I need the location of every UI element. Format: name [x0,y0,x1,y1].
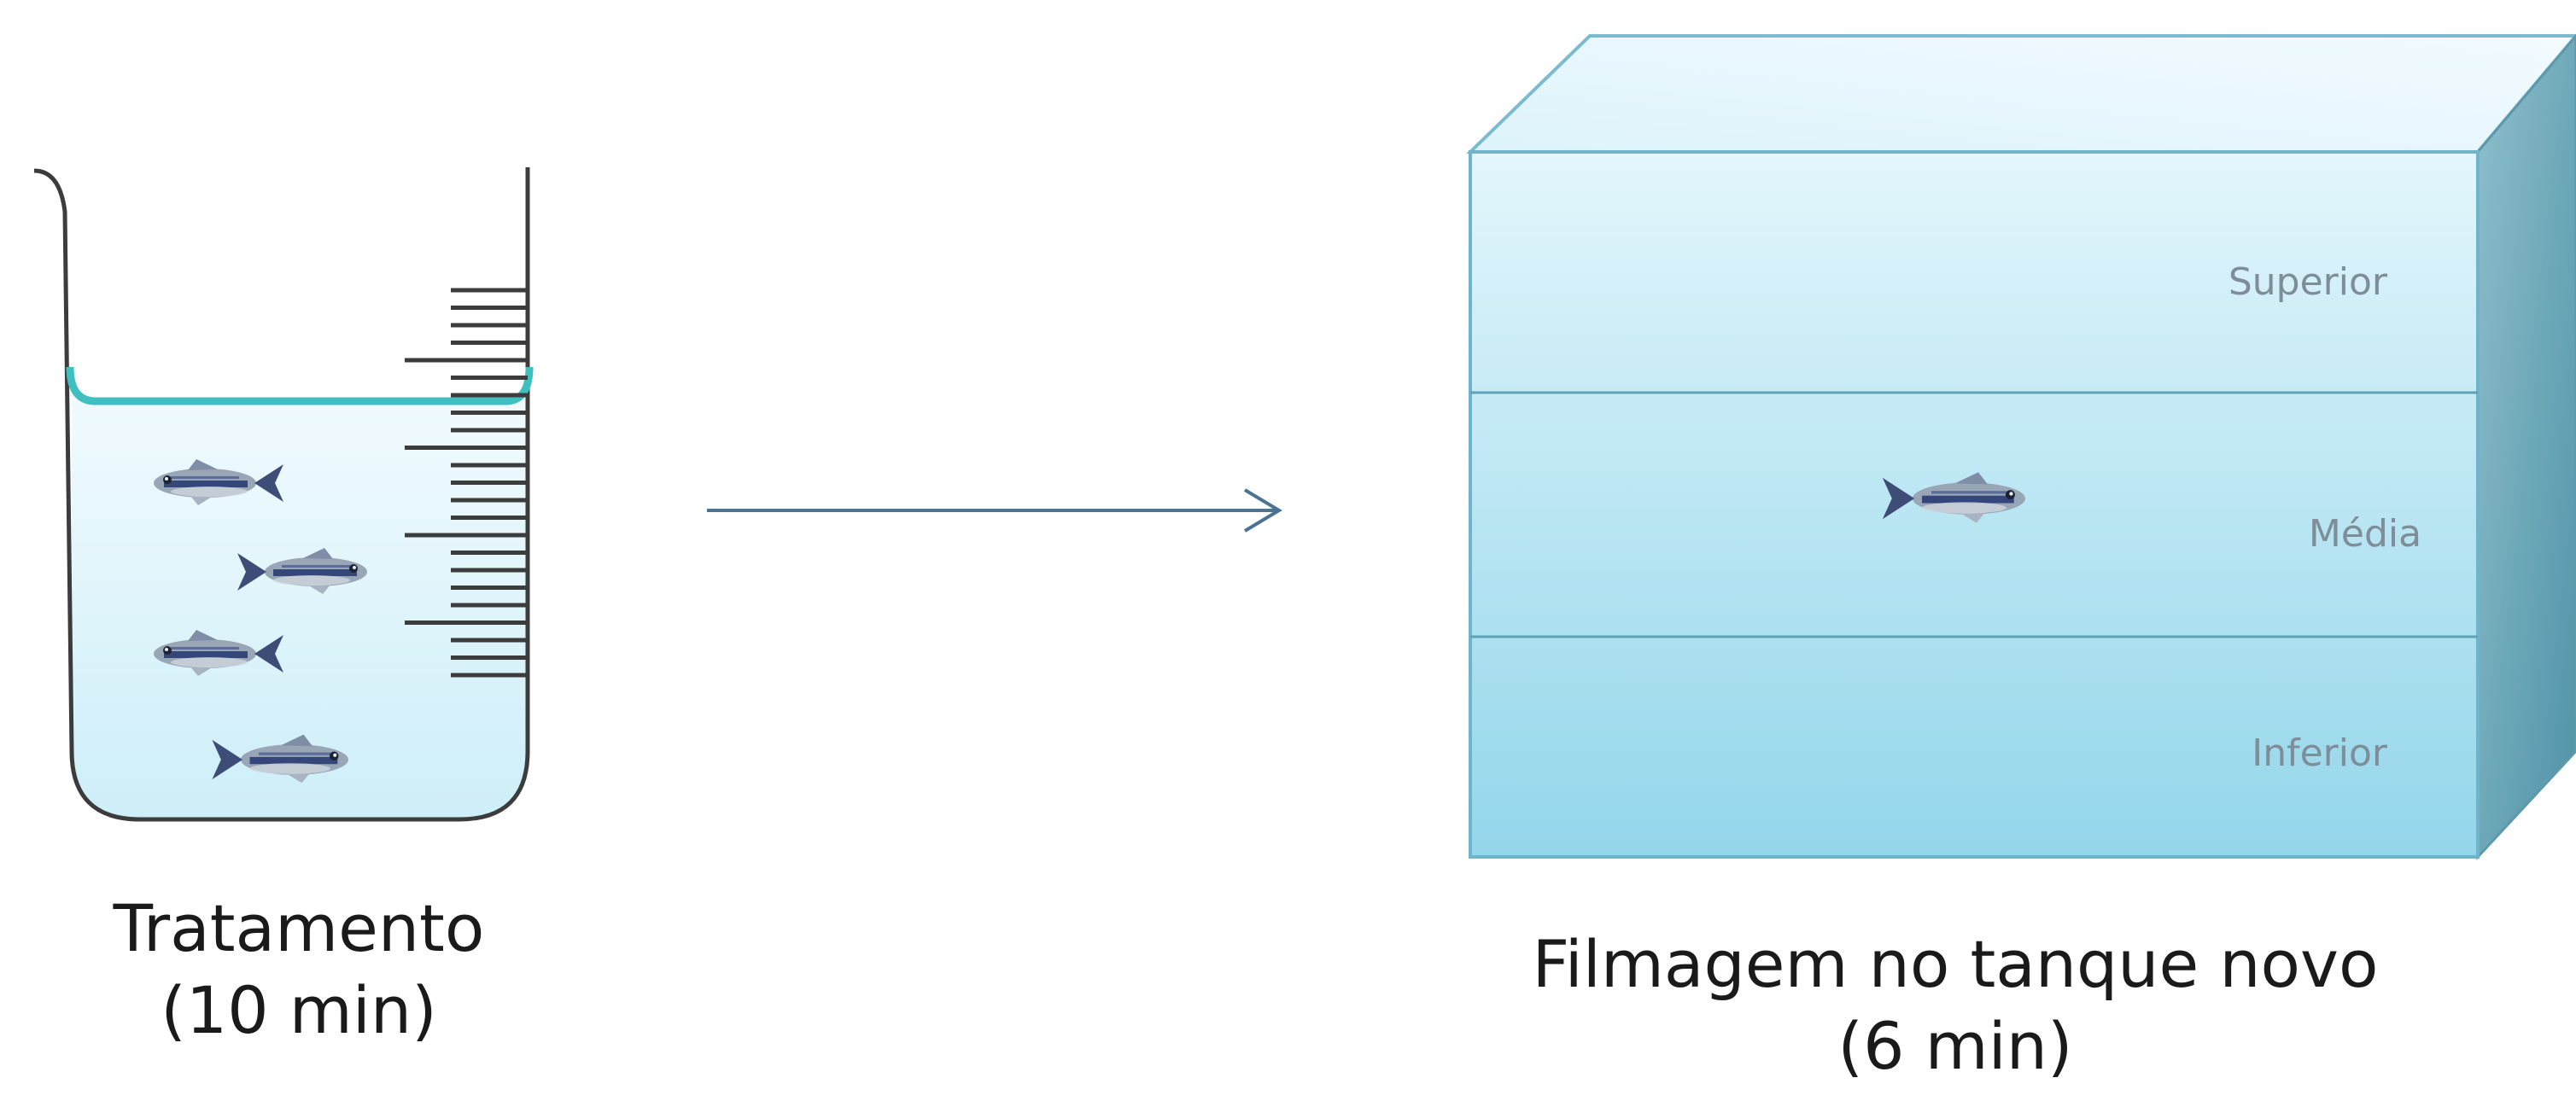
tank-duration: (6 min) [1837,1008,2073,1084]
beaker [33,167,534,822]
arrow-icon [707,488,1282,533]
tank-side-face [2476,33,2576,860]
treatment-label: Tratamento [113,890,485,966]
treatment-duration: (10 min) [161,972,437,1048]
tank-label: Filmagem no tanque novo [1532,926,2379,1002]
tank: Superior Média Inferior [1466,33,2576,860]
tank-caption: Filmagem no tanque novo (6 min) [1452,923,2459,1087]
treatment-caption: Tratamento (10 min) [68,888,529,1052]
tank-top-face [1466,34,2576,154]
beaker-scale-ticks [405,288,528,678]
zone-label-superior: Superior [2228,260,2388,304]
water-surface-line [66,366,534,405]
zone-label-media: Média [2309,512,2421,556]
zone-label-inferior: Inferior [2252,731,2388,775]
beaker-outline [33,167,530,822]
